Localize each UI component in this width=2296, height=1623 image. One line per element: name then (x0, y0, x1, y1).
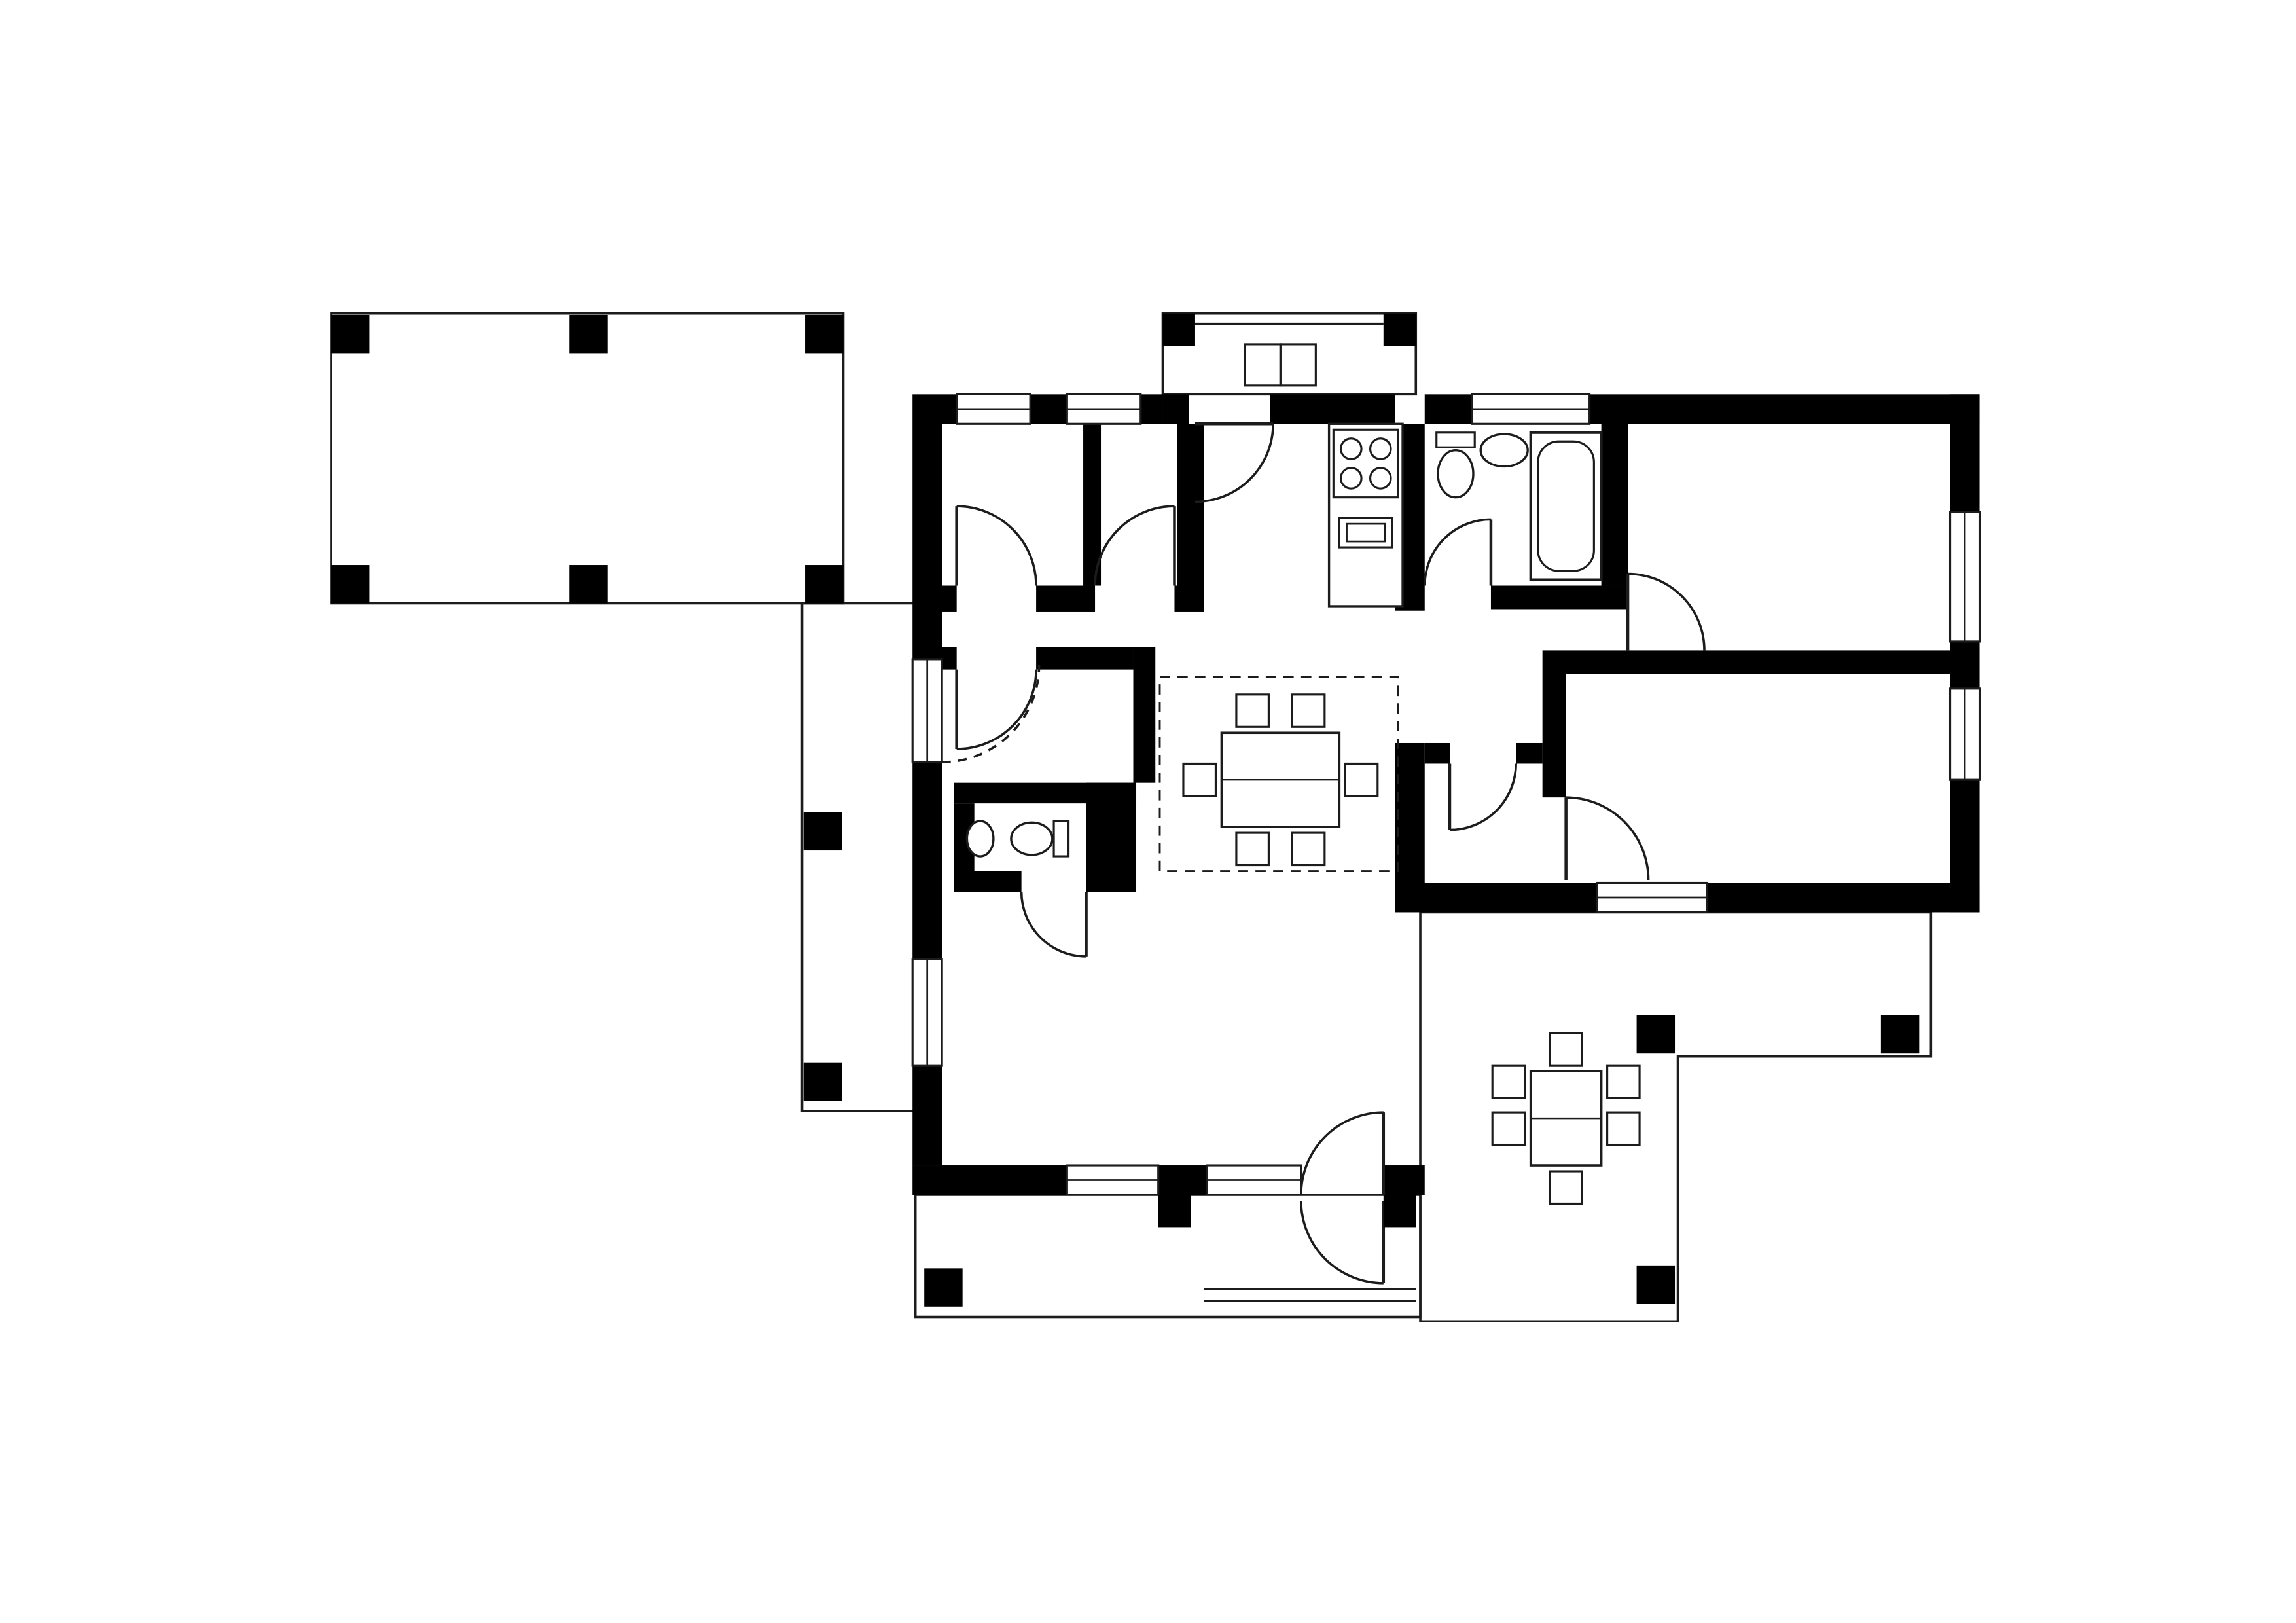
toilet-wc-tank (1052, 820, 1070, 858)
toilet-wc (1010, 821, 1054, 856)
dining-chair (1344, 762, 1379, 797)
kitchen-sink-bowl (1346, 522, 1386, 543)
wall-segment (1424, 742, 1450, 764)
wall-segment (1395, 883, 1560, 913)
wall-segment (1950, 641, 1980, 689)
closet-door-swing (1449, 763, 1517, 831)
wall-segment (1133, 647, 1156, 783)
column (805, 565, 844, 604)
study-door-swing (956, 669, 1037, 750)
wall-segment (1083, 424, 1102, 586)
sink-wc (965, 820, 995, 858)
column (1636, 1015, 1676, 1054)
stove-burner (1340, 437, 1363, 460)
column (1880, 1015, 1920, 1054)
stove (1332, 428, 1399, 499)
column (803, 812, 842, 851)
bedroom-a-door-swing (956, 505, 1037, 586)
wall-segment (954, 871, 1022, 892)
toilet-bathroom-tank (1435, 431, 1476, 448)
dining-chair (1182, 762, 1217, 797)
column (805, 314, 844, 354)
bedroom-b-door-swing (1094, 505, 1175, 586)
wall-segment (1140, 394, 1163, 424)
dining-chair (1291, 693, 1326, 728)
bathtub-basin (1537, 440, 1595, 572)
column (569, 314, 608, 354)
column (569, 565, 608, 604)
dining-chair (1291, 831, 1326, 867)
wall-segment (912, 762, 942, 960)
wall-segment (1030, 394, 1067, 424)
wall-segment (1395, 742, 1425, 883)
wall-segment (912, 424, 942, 659)
wall-segment (1950, 394, 1980, 513)
outdoor-chair (1491, 1111, 1526, 1146)
stove-burner (1340, 467, 1363, 490)
west-window-swing-swing (942, 665, 1041, 764)
west-terrace-outline (800, 602, 917, 1112)
wall-segment (1542, 650, 1950, 674)
wall-segment (1383, 1165, 1425, 1195)
wall-segment (942, 585, 957, 612)
column (1383, 313, 1416, 346)
bedroom-2-door-swing (1566, 796, 1650, 881)
wall-segment (1490, 585, 1628, 610)
wall-segment (1560, 883, 1597, 913)
toilet-bathroom (1437, 449, 1475, 499)
column (1158, 1194, 1191, 1228)
outdoor-chair (1606, 1064, 1641, 1099)
dining-chair (1235, 693, 1270, 728)
stove-burner (1369, 467, 1392, 490)
wall-segment (1589, 394, 1980, 424)
entry-door-swing (1194, 424, 1274, 503)
terrace-door-swing (1300, 1111, 1384, 1195)
entry-mat (1279, 343, 1317, 387)
wall-segment (1516, 742, 1543, 764)
wall-segment (1270, 394, 1395, 424)
wall-segment (1424, 394, 1472, 424)
column (331, 565, 370, 604)
wall-segment (912, 1065, 942, 1166)
kitchen-sink (1338, 517, 1393, 549)
wall-segment (1036, 585, 1096, 612)
wall-segment (912, 394, 957, 424)
wall-segment (1158, 1165, 1207, 1195)
porch-door-swing (1300, 1200, 1384, 1285)
bathtub (1529, 431, 1603, 581)
wall-segment (1542, 674, 1566, 798)
bedroom-1-door-swing (1628, 572, 1706, 651)
outdoor-chair (1549, 1032, 1583, 1067)
wall-segment (1177, 424, 1204, 611)
wall-segment (1707, 883, 1980, 913)
wall-segment (1086, 782, 1137, 892)
wall-segment (1601, 424, 1628, 586)
column (1636, 1265, 1676, 1304)
wall-segment (1162, 394, 1189, 424)
column (1383, 1194, 1416, 1228)
sink-bathroom (1479, 433, 1529, 468)
entry-mat (1244, 343, 1282, 387)
bathroom-door-swing (1423, 518, 1491, 586)
stove-burner (1369, 437, 1392, 460)
wc-door-swing (1020, 891, 1086, 958)
wall-segment (942, 647, 957, 670)
column (924, 1268, 963, 1307)
wall-segment (1036, 647, 1134, 670)
column (331, 314, 370, 354)
wall-segment (1174, 585, 1204, 612)
dining-area-dashed (1158, 676, 1399, 872)
outdoor-chair (1491, 1064, 1526, 1099)
outdoor-chair (1606, 1111, 1641, 1146)
column (1162, 313, 1195, 346)
column (803, 1062, 842, 1101)
outdoor-chair (1549, 1170, 1583, 1205)
pergola-outline (330, 312, 845, 605)
dining-chair (1235, 831, 1270, 867)
wall-segment (912, 1165, 1067, 1195)
